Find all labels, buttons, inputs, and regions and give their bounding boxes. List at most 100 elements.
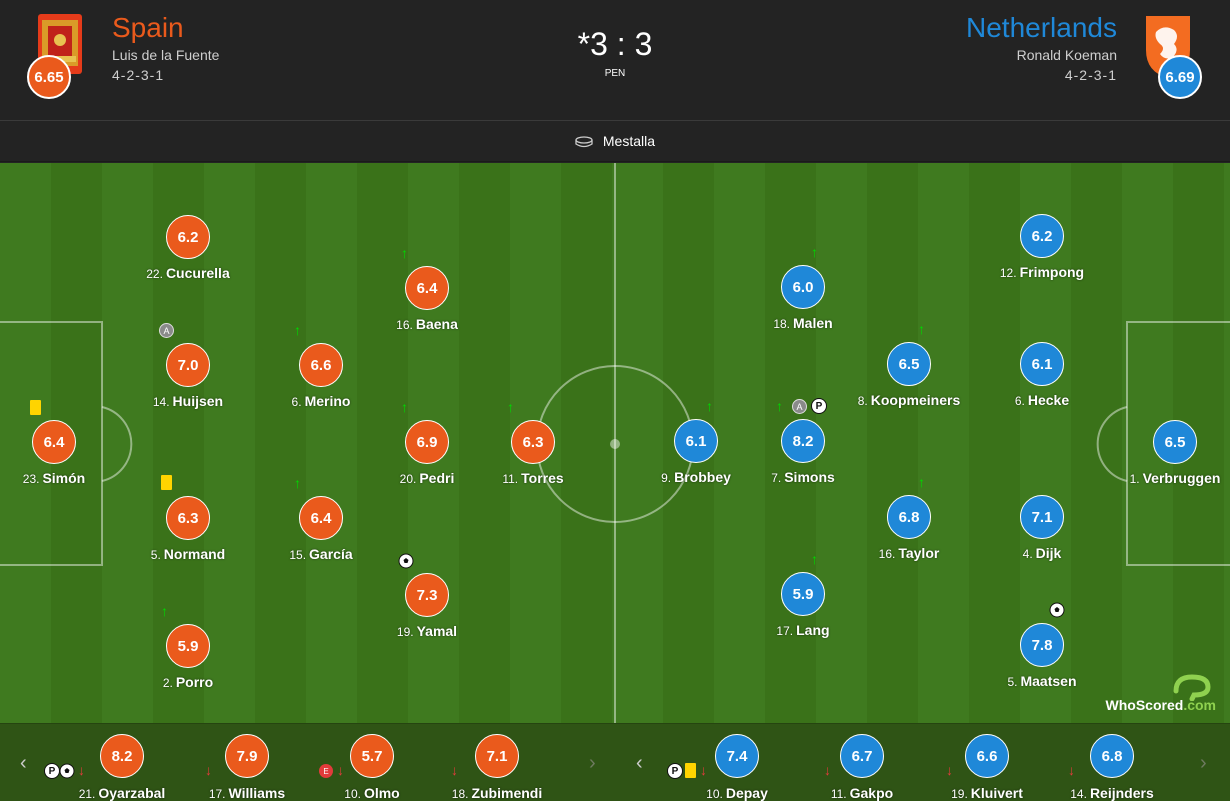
player-malen[interactable]: 6.0 18.Malen xyxy=(743,265,863,335)
player-name: Verbruggen xyxy=(1142,470,1221,486)
sub-reijnders[interactable]: 6.8 14.Reijnders xyxy=(1052,728,1172,801)
player-number: 14. xyxy=(1070,787,1087,801)
player-rating: 6.5 xyxy=(1153,420,1197,464)
player-rating: 7.0 xyxy=(166,343,210,387)
player-dijk[interactable]: 7.1 4.Dijk xyxy=(982,495,1102,565)
player-verbruggen[interactable]: 6.5 1.Verbruggen xyxy=(1115,420,1230,490)
player-number: 7. xyxy=(771,471,782,485)
away-team-name[interactable]: Netherlands xyxy=(966,12,1117,43)
penalty-badge: P xyxy=(811,398,827,414)
player-name: Yamal xyxy=(416,623,458,639)
player-hecke[interactable]: 6.1 6.Hecke xyxy=(982,342,1102,412)
player-name: Gakpo xyxy=(849,785,894,801)
player-huijsen[interactable]: 7.0 14.Huijsen xyxy=(128,343,248,413)
player-rating: 6.1 xyxy=(674,419,718,463)
player-number: 8. xyxy=(857,394,868,408)
player-number: 20. xyxy=(399,472,417,486)
sub-oyarzabal[interactable]: 8.2 21.Oyarzabal xyxy=(62,728,182,801)
player-normand[interactable]: 6.3 5.Normand xyxy=(128,496,248,566)
player-number: 23. xyxy=(22,472,40,486)
chevron-left-icon[interactable]: ‹ xyxy=(20,752,27,774)
player-frimpong[interactable]: 6.2 12.Frimpong xyxy=(982,214,1102,284)
home-team-name[interactable]: Spain xyxy=(112,12,184,43)
player-number: 17. xyxy=(776,624,794,638)
sub-on-arrow-icon: ↓ xyxy=(824,762,831,778)
player-number: 6. xyxy=(1014,394,1025,408)
sub-on-arrow-icon: ↓ xyxy=(946,762,953,778)
player-number: 4. xyxy=(1022,547,1033,561)
player-number: 19. xyxy=(396,625,414,639)
sub-on-arrow-icon: ↓ xyxy=(337,762,344,778)
player-lang[interactable]: 5.9 17.Lang xyxy=(743,572,863,642)
player-rating: 6.4 xyxy=(405,266,449,310)
player-rating: 6.8 xyxy=(1090,734,1134,778)
player-yamal[interactable]: 7.3 19.Yamal xyxy=(367,573,487,643)
player-name: Maatsen xyxy=(1020,673,1077,689)
player-number: 18. xyxy=(451,787,469,801)
player-rating: 6.1 xyxy=(1020,342,1064,386)
player-rating: 6.6 xyxy=(965,734,1009,778)
player-name: Williams xyxy=(228,785,286,801)
player-simons[interactable]: 8.2 7.Simons xyxy=(743,419,863,489)
sub-on-arrow-icon: ↓ xyxy=(451,762,458,778)
player-number: 12. xyxy=(999,266,1017,280)
penalty-badge: P xyxy=(667,763,683,779)
player-number: 11. xyxy=(502,472,519,486)
player-baena[interactable]: 6.4 16.Baena xyxy=(367,266,487,336)
player-rating: 6.3 xyxy=(511,420,555,464)
sub-off-arrow-icon: ↑ xyxy=(776,398,783,414)
player-number: 21. xyxy=(78,787,96,801)
player-rating: 6.2 xyxy=(1020,214,1064,258)
player-number: 18. xyxy=(773,317,790,331)
error-badge: E xyxy=(319,764,333,778)
player-rating: 6.0 xyxy=(781,265,825,309)
chevron-left-icon[interactable]: ‹ xyxy=(636,752,643,774)
player-rating: 6.4 xyxy=(32,420,76,464)
sub-gakpo[interactable]: 6.7 11.Gakpo xyxy=(802,728,922,801)
player-cucurella[interactable]: 6.2 22.Cucurella xyxy=(128,215,248,285)
player-merino[interactable]: 6.6 6.Merino xyxy=(261,343,381,413)
player-number: 2. xyxy=(162,676,173,690)
player-porro[interactable]: 5.9 2.Porro xyxy=(128,624,248,694)
player-torres[interactable]: 6.3 11.Torres xyxy=(473,420,593,490)
sub-williams[interactable]: 7.9 17.Williams xyxy=(187,728,307,801)
player-rating: 6.6 xyxy=(299,343,343,387)
player-number: 5. xyxy=(1007,675,1018,689)
goal-ball-icon xyxy=(1049,602,1065,618)
player-number: 15. xyxy=(289,548,307,562)
yellow-card-icon xyxy=(685,763,696,778)
player-number: 19. xyxy=(951,787,968,801)
player-taylor[interactable]: 6.8 16.Taylor xyxy=(849,495,969,565)
player-rating: 5.7 xyxy=(350,734,394,778)
player-rating: 6.9 xyxy=(405,420,449,464)
player-number: 22. xyxy=(146,267,163,281)
player-name: Simón xyxy=(42,470,86,486)
penalty-badge: P xyxy=(44,763,60,779)
sub-depay[interactable]: 7.4 10.Depay xyxy=(677,728,797,801)
player-name: Porro xyxy=(175,674,214,690)
player-rating: 6.8 xyxy=(887,495,931,539)
player-koopmeiners[interactable]: 6.5 8.Koopmeiners xyxy=(849,342,969,412)
player-name: García xyxy=(309,546,353,562)
sub-olmo[interactable]: 5.7 10.Olmo xyxy=(312,728,432,801)
player-rating: 7.3 xyxy=(405,573,449,617)
player-number: 16. xyxy=(878,547,896,561)
player-name: Pedri xyxy=(419,470,455,486)
sub-off-arrow-icon: ↑ xyxy=(811,244,818,260)
player-simon[interactable]: 6.4 23.Simón xyxy=(0,420,114,490)
player-rating: 5.9 xyxy=(166,624,210,668)
player-brobbey[interactable]: 6.1 9.Brobbey xyxy=(636,419,756,489)
substitutes-bar: ‹ › ‹ › 8.2 21.Oyarzabal 7.9 17.Williams… xyxy=(0,723,1230,801)
match-score: *3 : 3 xyxy=(577,26,653,62)
player-garcia[interactable]: 6.4 15.García xyxy=(261,496,381,566)
chevron-right-icon[interactable]: › xyxy=(1200,752,1207,774)
sub-zubimendi[interactable]: 7.1 18.Zubimendi xyxy=(437,728,557,801)
sub-kluivert[interactable]: 6.6 19.Kluivert xyxy=(927,728,1047,801)
player-maatsen[interactable]: 7.8 5.Maatsen xyxy=(982,623,1102,693)
player-rating: 6.7 xyxy=(840,734,884,778)
player-rating: 7.4 xyxy=(715,734,759,778)
player-name: Lang xyxy=(796,622,830,638)
player-pedri[interactable]: 6.9 20.Pedri xyxy=(367,420,487,490)
player-number: 17. xyxy=(208,787,226,801)
chevron-right-icon[interactable]: › xyxy=(589,752,596,774)
